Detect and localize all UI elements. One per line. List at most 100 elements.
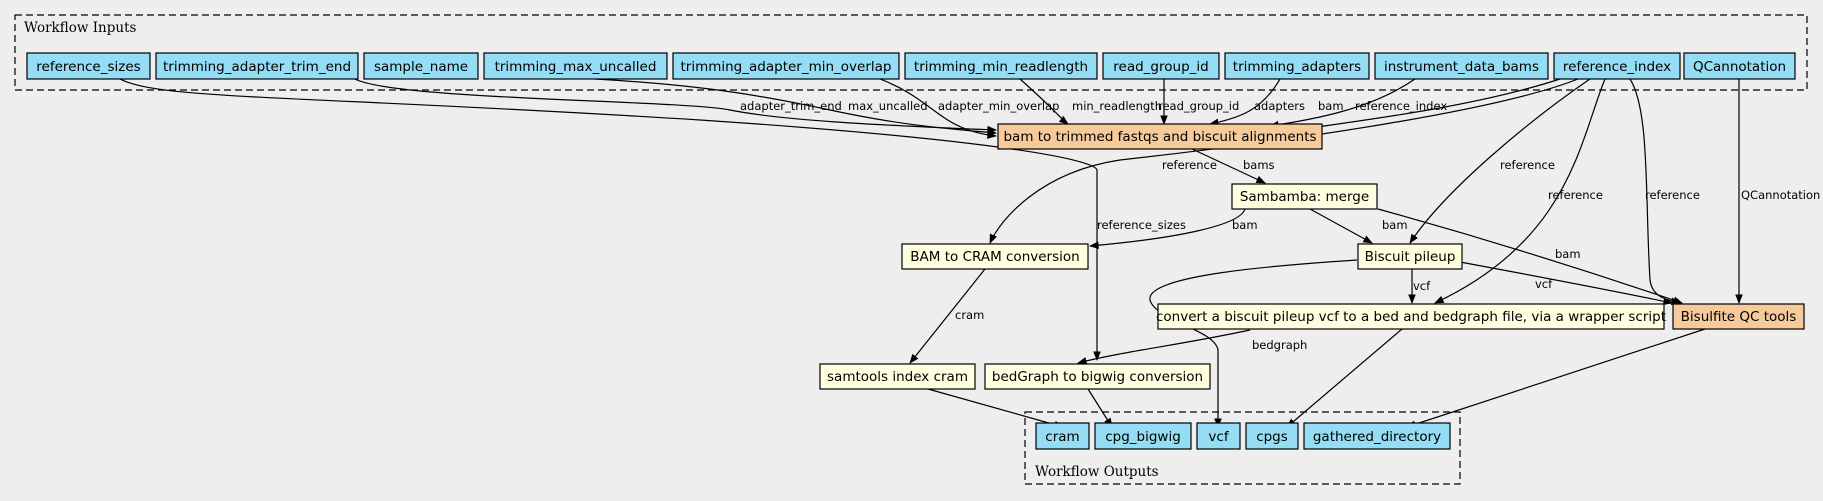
- edge-label-adapter-trim-end: adapter_trim_end: [740, 99, 842, 113]
- edge-label-vcf-convert: vcf: [1413, 279, 1431, 293]
- input-trimming-min-readlength-label: trimming_min_readlength: [914, 59, 1088, 75]
- step-bam-to-trimmed-fastqs-label: bam to trimmed fastqs and biscuit alignm…: [1003, 129, 1316, 145]
- step-convert-biscuit-pileup-label: convert a biscuit pileup vcf to a bed an…: [1156, 309, 1666, 325]
- output-cram-label: cram: [1045, 429, 1079, 445]
- step-bedgraph-to-bigwig[interactable]: bedGraph to bigwig conversion: [984, 363, 1211, 390]
- edge-vcf-out: [1149, 259, 1358, 428]
- edge-label-vcf-qc: vcf: [1535, 277, 1553, 291]
- output-cpg-bigwig-label: cpg_bigwig: [1105, 429, 1181, 445]
- edge-label-reference-convert: reference: [1548, 188, 1603, 202]
- edge-qcannotation: QCannotation: [1735, 79, 1820, 304]
- workflow-outputs-label: Workflow Outputs: [1035, 464, 1159, 480]
- edge-label-adapter-min-overlap: adapter_min_overlap: [938, 99, 1059, 113]
- edge-vcf-convert: vcf: [1408, 269, 1431, 304]
- edge-label-reference-sizes: reference_sizes: [1097, 218, 1186, 232]
- edge-label-bams: bams: [1243, 158, 1275, 172]
- input-trimming-adapters[interactable]: trimming_adapters: [1224, 52, 1370, 80]
- edge-reference-sizes: reference_sizes: [119, 78, 1186, 361]
- output-cpgs[interactable]: cpgs: [1245, 422, 1299, 450]
- edge-label-bam: bam: [1318, 99, 1344, 113]
- edge-reference-index: reference_index: [1309, 78, 1561, 131]
- edge-bam-qc: bam: [1377, 208, 1683, 304]
- edges: adapter_trim_end max_uncalled adapter_mi…: [119, 78, 1820, 429]
- input-trimming-adapter-min-overlap-label: trimming_adapter_min_overlap: [680, 59, 891, 75]
- input-instrument-data-bams[interactable]: instrument_data_bams: [1374, 52, 1549, 80]
- edge-label-cram: cram: [955, 308, 984, 322]
- edge-label-reference-qc: reference: [1645, 188, 1700, 202]
- step-convert-biscuit-pileup[interactable]: convert a biscuit pileup vcf to a bed an…: [1156, 303, 1666, 330]
- edge-max-uncalled: max_uncalled: [594, 78, 997, 137]
- edge-bigwig-out: [1087, 388, 1113, 428]
- output-vcf-label: vcf: [1208, 429, 1229, 445]
- edge-label-max-uncalled: max_uncalled: [848, 99, 928, 113]
- edge-label-bam-pileup: bam: [1382, 218, 1408, 232]
- step-biscuit-pileup[interactable]: Biscuit pileup: [1357, 243, 1463, 270]
- input-trimming-max-uncalled[interactable]: trimming_max_uncalled: [483, 52, 668, 80]
- edge-adapter-min-overlap: adapter_min_overlap: [879, 78, 1059, 139]
- workflow-inputs-label: Workflow Inputs: [24, 20, 136, 36]
- edge-gathered-out: [1406, 328, 1706, 428]
- step-samtools-index-cram-label: samtools index cram: [827, 369, 968, 385]
- input-qcannotation[interactable]: QCannotation: [1683, 52, 1796, 80]
- step-bedgraph-to-bigwig-label: bedGraph to bigwig conversion: [992, 369, 1203, 385]
- output-gathered-directory[interactable]: gathered_directory: [1303, 422, 1451, 450]
- input-qcannotation-label: QCannotation: [1693, 59, 1786, 75]
- edge-min-readlength: min_readlength: [1019, 78, 1162, 125]
- output-cpg-bigwig[interactable]: cpg_bigwig: [1094, 422, 1192, 450]
- step-biscuit-pileup-label: Biscuit pileup: [1365, 249, 1456, 265]
- input-trimming-adapter-trim-end[interactable]: trimming_adapter_trim_end: [155, 52, 359, 80]
- edge-cram-index: cram: [909, 268, 986, 364]
- input-trimming-max-uncalled-label: trimming_max_uncalled: [495, 59, 657, 75]
- edge-label-bedgraph: bedgraph: [1252, 338, 1307, 352]
- edge-cpgs-out: [1286, 328, 1403, 428]
- input-reference-sizes[interactable]: reference_sizes: [26, 52, 151, 80]
- edge-label-bam-cram: bam: [1232, 218, 1258, 232]
- edge-read-group-id: read_group_id: [1158, 79, 1239, 125]
- input-reference-index[interactable]: reference_index: [1553, 52, 1681, 80]
- output-cpgs-label: cpgs: [1256, 429, 1288, 445]
- input-trimming-adapter-trim-end-label: trimming_adapter_trim_end: [163, 59, 351, 75]
- edge-label-bam-qc: bam: [1555, 247, 1581, 261]
- edge-vcf-qc: vcf: [1459, 261, 1673, 305]
- edge-bam-cram: bam: [1089, 208, 1258, 250]
- edge-reference-convert: reference: [1434, 78, 1606, 304]
- edge-label-reference-pileup: reference: [1500, 158, 1555, 172]
- input-trimming-adapter-min-overlap[interactable]: trimming_adapter_min_overlap: [672, 52, 900, 80]
- workflow-inputs-cluster: Workflow Inputs: [14, 14, 1808, 91]
- edge-reference-cram: reference: [989, 78, 1579, 244]
- output-vcf[interactable]: vcf: [1196, 422, 1241, 450]
- edge-label-adapters: adapters: [1254, 99, 1305, 113]
- input-sample-name-label: sample_name: [374, 59, 468, 75]
- edge-bams: bams: [1189, 147, 1275, 184]
- output-gathered-directory-label: gathered_directory: [1313, 429, 1441, 445]
- input-read-group-id-label: read_group_id: [1113, 59, 1208, 75]
- edge-reference-qc: reference: [1629, 78, 1700, 306]
- edge-bedgraph: bedgraph: [1077, 329, 1307, 365]
- step-bisulfite-qc[interactable]: Bisulfite QC tools: [1672, 303, 1805, 330]
- input-sample-name[interactable]: sample_name: [363, 52, 479, 80]
- edge-adapters: adapters: [1209, 78, 1305, 127]
- step-sambamba-merge[interactable]: Sambamba: merge: [1231, 183, 1378, 210]
- step-sambamba-merge-label: Sambamba: merge: [1240, 189, 1369, 205]
- edge-label-reference-cram: reference: [1162, 158, 1217, 172]
- input-trimming-adapters-label: trimming_adapters: [1233, 59, 1361, 75]
- edge-trim-end: adapter_trim_end: [354, 78, 997, 134]
- output-cram[interactable]: cram: [1035, 422, 1090, 450]
- step-bam-to-cram[interactable]: BAM to CRAM conversion: [901, 243, 1089, 270]
- edge-cram-out: [927, 388, 1064, 429]
- edge-label-read-group-id: read_group_id: [1158, 99, 1239, 113]
- edge-label-min-readlength: min_readlength: [1072, 99, 1162, 113]
- input-instrument-data-bams-label: instrument_data_bams: [1384, 59, 1539, 75]
- edge-label-qcannotation: QCannotation: [1741, 188, 1820, 202]
- input-read-group-id[interactable]: read_group_id: [1102, 52, 1220, 80]
- input-reference-sizes-label: reference_sizes: [36, 59, 140, 75]
- step-bisulfite-qc-label: Bisulfite QC tools: [1681, 309, 1797, 325]
- edge-bam-pileup: bam: [1309, 208, 1408, 244]
- step-samtools-index-cram[interactable]: samtools index cram: [819, 363, 976, 390]
- step-bam-to-trimmed-fastqs[interactable]: bam to trimmed fastqs and biscuit alignm…: [997, 123, 1323, 150]
- workflow-outputs-cluster: Workflow Outputs: [1024, 411, 1461, 485]
- input-trimming-min-readlength[interactable]: trimming_min_readlength: [904, 52, 1098, 80]
- edge-label-reference-index: reference_index: [1355, 99, 1447, 113]
- input-reference-index-label: reference_index: [1563, 59, 1671, 75]
